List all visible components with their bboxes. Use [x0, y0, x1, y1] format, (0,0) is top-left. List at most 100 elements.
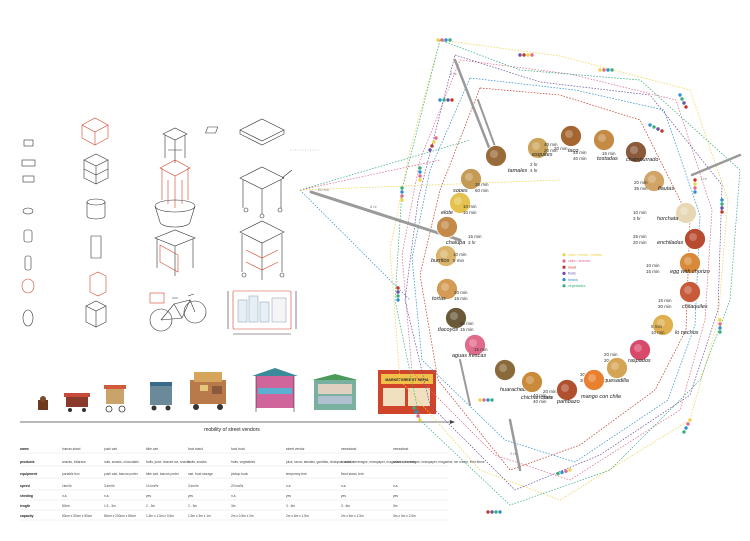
route-label: 15 min [317, 187, 329, 192]
network-node [602, 68, 606, 72]
food-time: 3 hr [468, 240, 476, 245]
food-photo-highlight-icon [454, 197, 462, 205]
table-cell: snacks, beverages, newspaper, magazine, … [341, 460, 416, 464]
table-cell: temporary tent [286, 472, 307, 476]
food-photo-icon [684, 228, 706, 250]
food-photo-icon [485, 145, 507, 167]
network-node [446, 98, 450, 102]
network-node [396, 294, 400, 298]
food-photo-icon [606, 357, 628, 379]
food-time: 15 min [460, 327, 474, 332]
food-name: tlacoyos [438, 327, 458, 333]
food-photo-highlight-icon [684, 257, 692, 265]
food-photo-icon [643, 170, 665, 192]
network-node [718, 330, 722, 334]
food-time: 15 min [602, 151, 616, 156]
legend-swatch [562, 278, 566, 282]
food-time: 10 min [463, 210, 477, 215]
food-time: 60 min [475, 188, 489, 193]
route-loop [394, 39, 741, 506]
network-node [498, 510, 502, 514]
food-photo-highlight-icon [450, 312, 458, 320]
food-photo-highlight-icon [588, 374, 596, 382]
food-time: 10 hr [543, 395, 554, 400]
legend-label: cake / cheese [568, 259, 590, 263]
network-node [490, 398, 494, 402]
food-time: 20 min [544, 148, 558, 153]
travel-bar [508, 418, 522, 472]
network-node [436, 38, 440, 42]
vendor-newsstand-kiosk: MARKETGREE ST REPIA [378, 370, 436, 414]
food-time: 40 min [544, 142, 558, 147]
network-node [606, 68, 610, 72]
route-label: 1 hr [700, 176, 708, 181]
food-photo-highlight-icon [441, 283, 449, 291]
network-node [400, 194, 404, 198]
food-name: egg with chorizo [670, 269, 710, 275]
network-node [682, 430, 686, 434]
table-row-header: products [20, 460, 35, 464]
table-cell: fruits, snacks [188, 460, 207, 464]
food-time: 15 min [658, 298, 672, 303]
boxes-column [81, 117, 109, 328]
table-cell: 3 - 6m [286, 504, 295, 508]
table-cell: 3m [231, 504, 236, 508]
network-node [430, 144, 434, 148]
network-node [478, 398, 482, 402]
network-node [486, 398, 490, 402]
table-cell: fruits, juice, shaved ice, snacks [146, 460, 190, 464]
network-node [396, 290, 400, 294]
table-cell: 3 km/hr [104, 484, 116, 488]
network-node [526, 53, 530, 57]
food-photo-highlight-icon [565, 130, 573, 138]
food-photo-icon [583, 369, 605, 391]
network-nodes [396, 38, 724, 514]
food-photo-icon [675, 202, 697, 224]
table-cell: newsstand [393, 447, 408, 451]
food-photo-icon [464, 334, 486, 356]
table-cell: juice, tacos, tamales, gorditas, chalupa… [285, 460, 354, 464]
network-node [680, 97, 684, 101]
food-photo-icon [449, 192, 471, 214]
legend-swatch [562, 284, 566, 288]
food-photo-icon [436, 216, 458, 238]
food-name: horchata [657, 216, 678, 222]
product-icon-2 [21, 159, 36, 167]
network-node [416, 414, 420, 418]
food-time: 45 min [460, 321, 474, 326]
table-cell: n.a. [231, 494, 236, 498]
network-node [688, 418, 692, 422]
network-node [720, 198, 724, 202]
table-cell: yes [393, 494, 398, 498]
food-time: 10 min [453, 252, 467, 257]
food-photo-highlight-icon [499, 364, 507, 372]
food-name: chalupa [446, 240, 465, 246]
network-node [438, 98, 442, 102]
table-cell: fixed stand, tent [341, 472, 364, 476]
product-icon-6 [24, 255, 32, 271]
table-cell: 2m x 6m x 1.5m [341, 514, 364, 518]
table-cell: 2m x 6m x 1.5m [286, 514, 309, 518]
network-node [448, 38, 452, 42]
food-time: 20 min [633, 240, 647, 245]
food-name: aguas frescas [452, 353, 486, 359]
table-cell: 3 km/hr [188, 484, 200, 488]
network-node [486, 510, 490, 514]
table-cell: n.a. [62, 494, 67, 498]
food-photo-highlight-icon [532, 142, 540, 150]
food-photo-highlight-icon [490, 150, 498, 158]
table-cell: 3m x 3m x 2.5m [393, 514, 416, 518]
table-row-header: name [20, 447, 29, 451]
network-node [400, 198, 404, 202]
table-cell: 14 km/hr [146, 484, 159, 488]
vendor-human-stand [38, 396, 48, 410]
table-cell: 50cm [62, 504, 70, 508]
